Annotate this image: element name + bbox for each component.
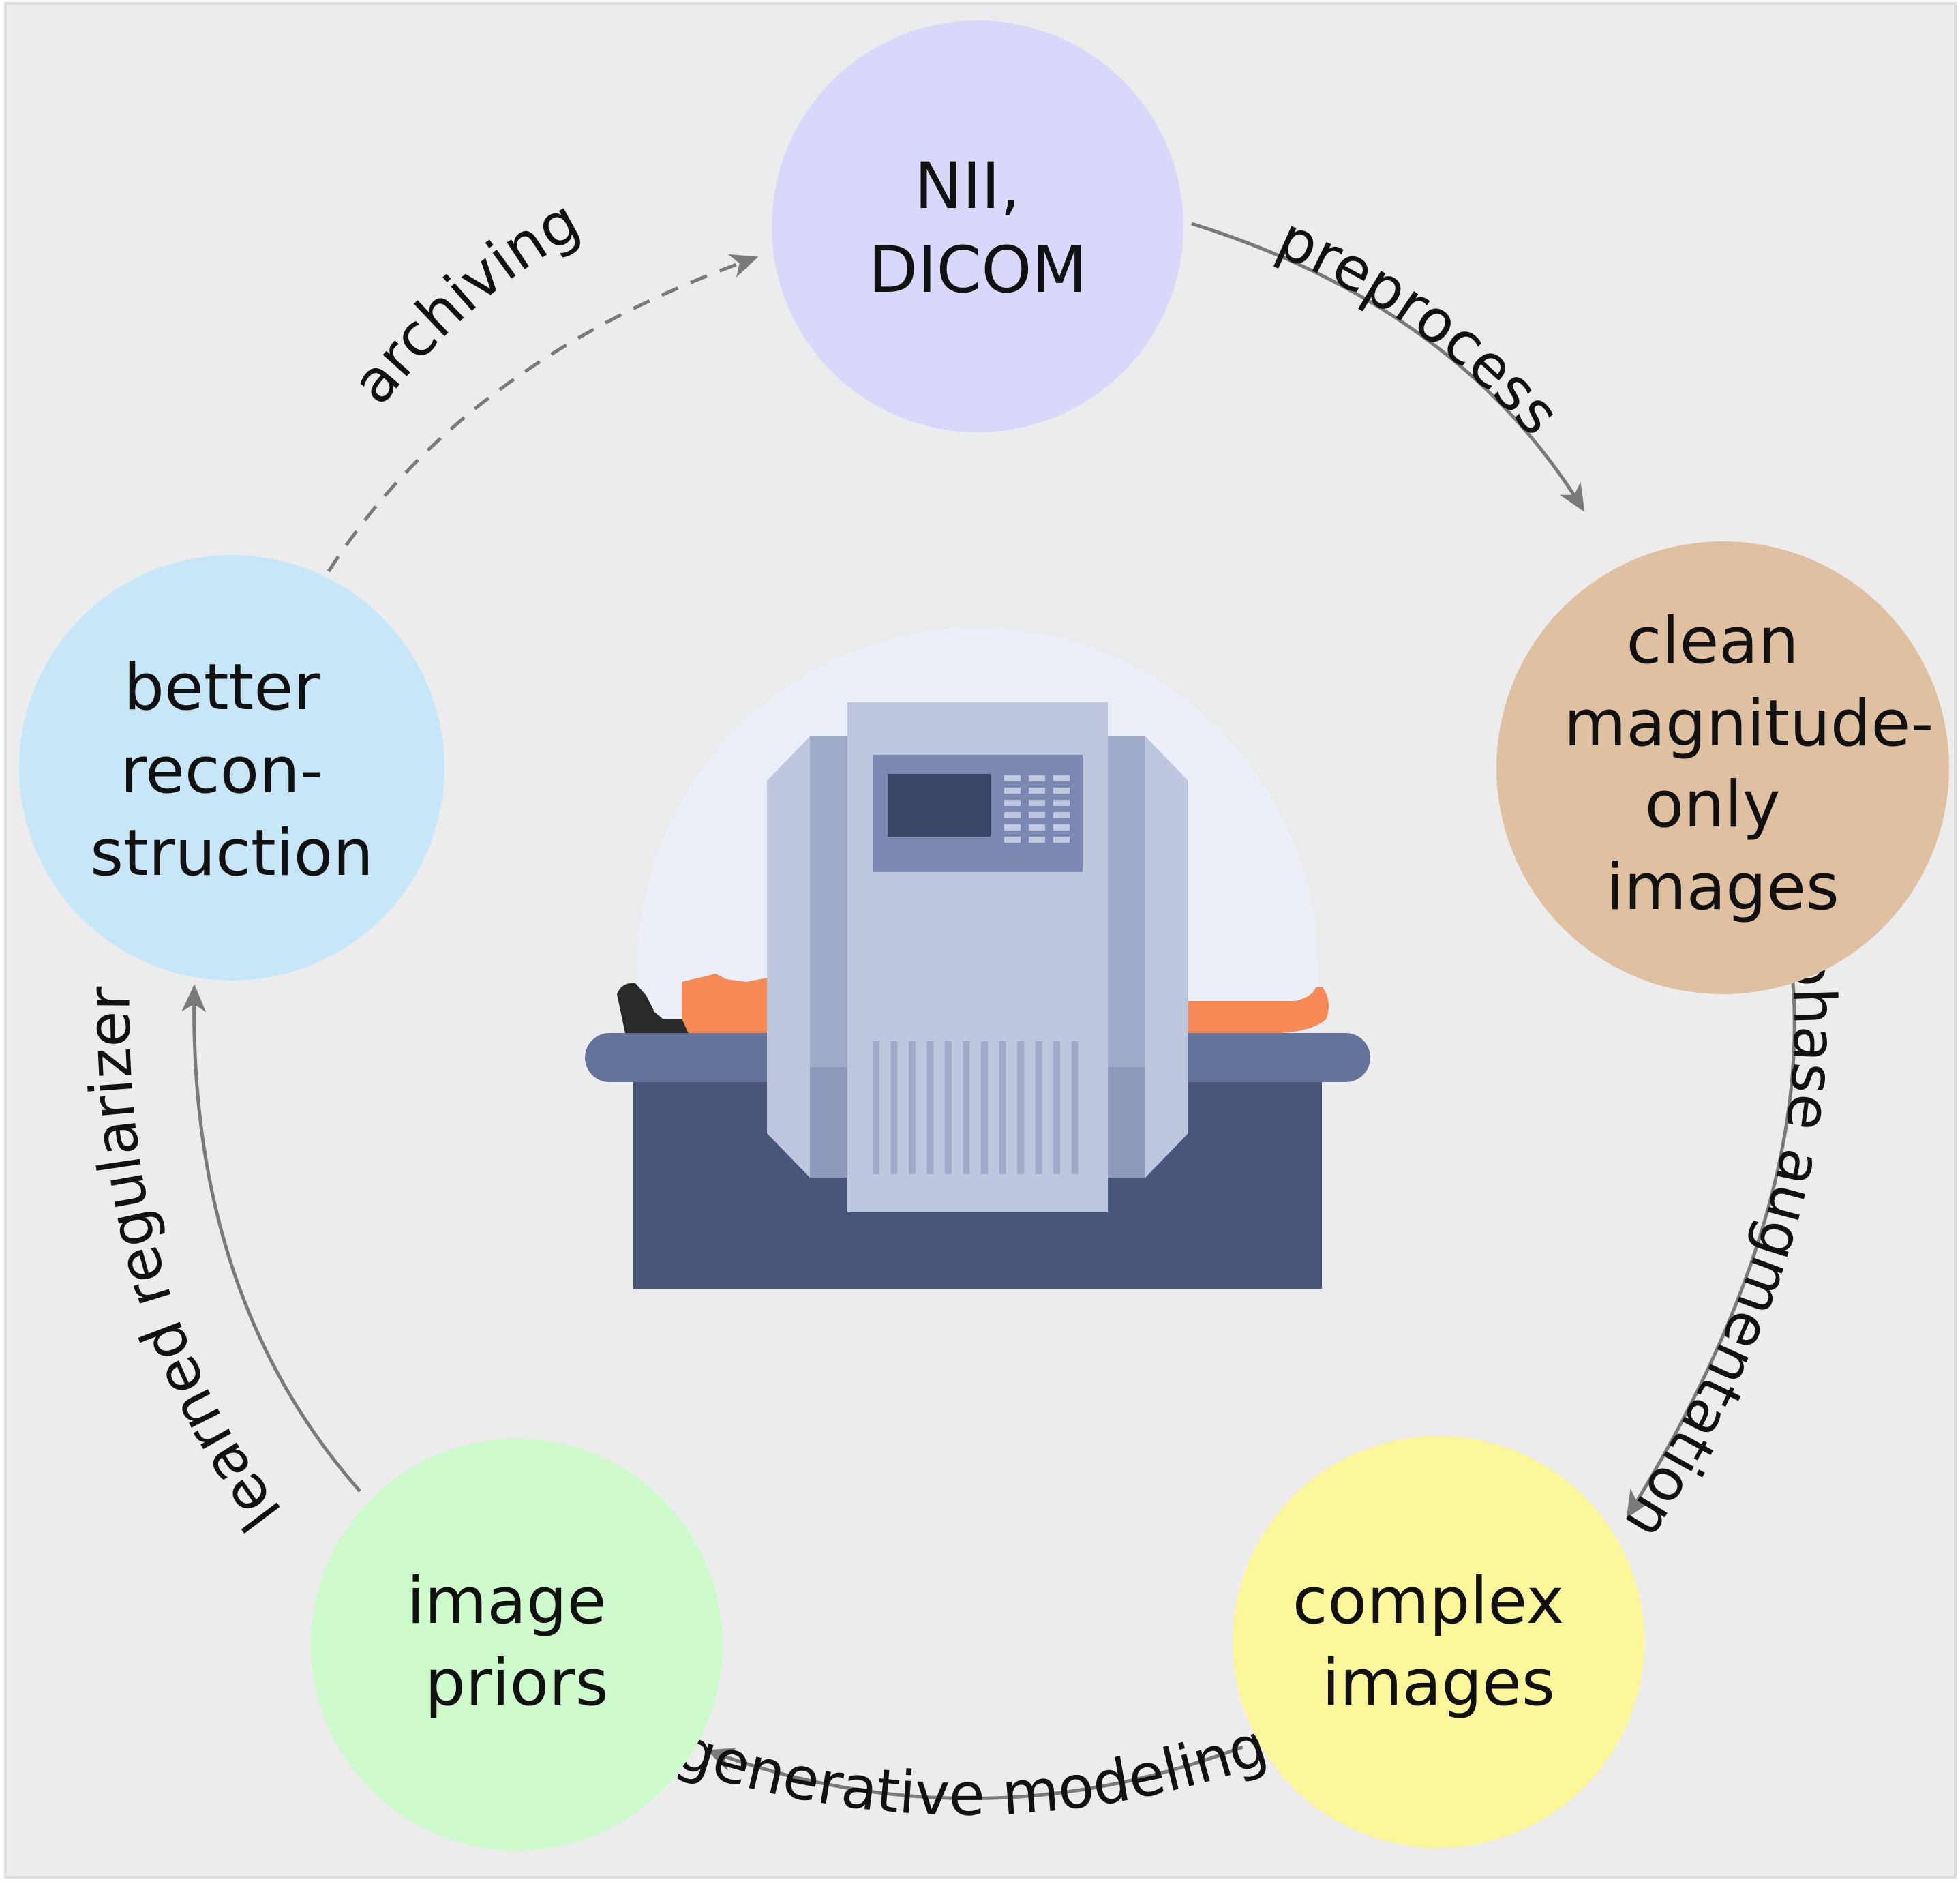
node-line: recon- [121,734,323,808]
patient-hair [617,983,690,1036]
patient-torso [682,974,774,1033]
vent-slat [1017,1041,1024,1174]
node-nii-dicom-label: NII, DICOM [869,149,1087,308]
keypad-key [1029,788,1045,794]
keypad-key [1053,788,1070,794]
node-line: better [123,651,320,725]
keypad-key [1053,824,1070,831]
keypad-key [1004,800,1021,806]
vent-slat [963,1041,970,1174]
vent-slat [890,1041,898,1174]
node-nii-dicom: NII, DICOM [772,20,1183,432]
node-clean-images-circle [1496,541,1949,994]
node-better-reconstruction-label: better recon- struction [90,651,374,891]
keypad-key [1029,824,1045,831]
node-better-reconstruction: better recon- struction [19,555,444,981]
keypad-key [1004,837,1021,843]
node-clean-images: clean magnitude- only images [1496,541,1954,994]
cycle-arrows [181,224,1795,1801]
scanner-left-rail-shade [810,1067,847,1178]
node-complex-images-circle [1233,1436,1644,1848]
node-better-reconstruction-circle [19,555,444,981]
vent-slat [1035,1041,1042,1174]
node-image-priors-label: image priors [407,1564,627,1720]
node-line: struction [90,816,374,891]
keypad-key [1029,800,1045,806]
node-nii-dicom-circle [772,20,1183,432]
control-keypad [1004,775,1070,843]
keypad-key [1004,812,1021,818]
keypad-key [1053,775,1070,781]
keypad-key [1029,775,1045,781]
keypad-key [1053,837,1070,843]
control-screen [888,774,991,837]
arrow-generative-modeling [706,1745,1243,1801]
node-line: clean [1627,604,1799,678]
node-line: image [407,1564,607,1639]
vent-slat [999,1041,1006,1174]
arrow-learned-regularizer [181,984,361,1493]
vent-slat [926,1041,934,1174]
mri-scanner-illustration [585,628,1370,1289]
keypad-key [1004,788,1021,794]
node-clean-images-label: clean magnitude- only images [1564,604,1954,925]
vent-slat [873,1041,879,1174]
node-line: magnitude- [1564,687,1933,761]
keypad-key [1029,812,1045,818]
node-line: images [1606,850,1839,925]
node-image-priors: image priors [311,1439,723,1851]
node-line: NII, [914,149,1021,224]
vent-slat [1053,1041,1060,1174]
scanner-right-rail-shade [1108,1067,1145,1178]
vent-slat [981,1041,988,1174]
arrow-archiving [327,254,759,573]
node-line: complex [1293,1564,1564,1639]
vent-slat [945,1041,952,1174]
node-complex-images-label: complex images [1293,1564,1584,1720]
node-line: DICOM [869,233,1087,308]
vent-slat [909,1041,916,1174]
keypad-key [1004,824,1021,831]
node-complex-images: complex images [1233,1436,1644,1848]
patient [617,974,1329,1036]
keypad-key [1053,812,1070,818]
node-line: images [1322,1646,1555,1720]
keypad-key [1053,800,1070,806]
keypad-key [1029,837,1045,843]
node-line: only [1645,768,1781,842]
patient-legs [1179,987,1329,1033]
vent-slat [1071,1041,1079,1174]
scanner-vents [873,1041,1079,1174]
keypad-key [1004,775,1021,781]
node-line: priors [425,1646,609,1720]
node-image-priors-circle [311,1439,723,1851]
